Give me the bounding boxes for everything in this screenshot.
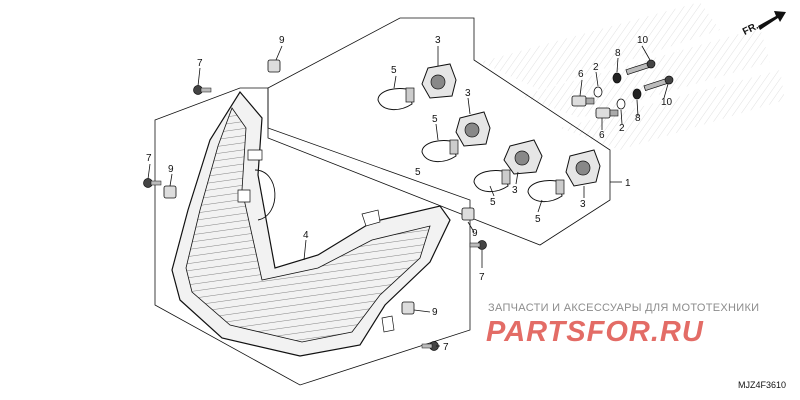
bulb-socket [503,139,543,175]
callout-5: 5 [432,114,438,125]
watermark-caption: ЗАПЧАСТИ И АКСЕССУАРЫ ДЛЯ МОТОТЕХНИКИ [488,302,760,314]
callout-8: 8 [635,113,641,124]
clip [163,185,177,199]
callout-3: 3 [435,35,441,46]
clip [267,59,281,73]
callout-5: 5 [490,197,496,208]
callout-9: 9 [279,35,285,46]
callout-1: 1 [625,178,631,189]
callout-5: 5 [391,65,397,76]
bulb [377,87,415,110]
assembly-outline-4 [154,87,471,386]
callout-9: 9 [432,307,438,318]
bulb-socket [421,63,457,99]
callout-labels: 1 2 2 3 3 3 3 4 5 5 5 5 5 6 6 7 7 7 7 8 … [146,35,673,353]
callout-4: 4 [303,230,309,241]
callout-7: 7 [443,342,449,353]
screw [643,75,674,92]
callout-3: 3 [580,199,586,210]
washer [612,72,622,84]
callout-3: 3 [465,88,471,99]
washer [632,88,642,100]
callout-2: 2 [619,123,625,134]
watermark-logo: PARTSFOR.RU [486,316,704,348]
callout-6: 6 [578,69,584,80]
callout-7: 7 [197,58,203,69]
bulb [527,179,565,202]
adjuster [595,107,619,119]
callout-9: 9 [472,228,478,239]
wing-emblem-watermark [480,2,785,150]
callout-5: 5 [415,167,421,178]
callout-2: 2 [593,62,599,73]
leader-lines [147,45,669,347]
clip [401,301,415,315]
assembly-outline-1 [267,17,611,246]
callout-3: 3 [512,185,518,196]
bolt [143,178,162,188]
screw [625,59,656,76]
adjuster [571,95,595,107]
headlight-housing [171,90,451,357]
callout-5: 5 [535,214,541,225]
clip [461,207,475,221]
callout-10: 10 [661,97,673,108]
figure-code: MJZ4F3610 [738,380,787,390]
bolt [193,85,212,95]
callout-10: 10 [637,35,649,46]
bulb [473,169,511,192]
callout-6: 6 [599,130,605,141]
callout-7: 7 [479,272,485,283]
bulb-socket [455,111,491,147]
callout-9: 9 [168,164,174,175]
callout-8: 8 [615,48,621,59]
bulb-socket [565,149,601,187]
washer [593,86,603,98]
bolt [469,240,487,250]
callout-7: 7 [146,153,152,164]
front-direction-arrow [758,11,786,30]
washer [616,98,626,110]
bulb [421,139,459,162]
